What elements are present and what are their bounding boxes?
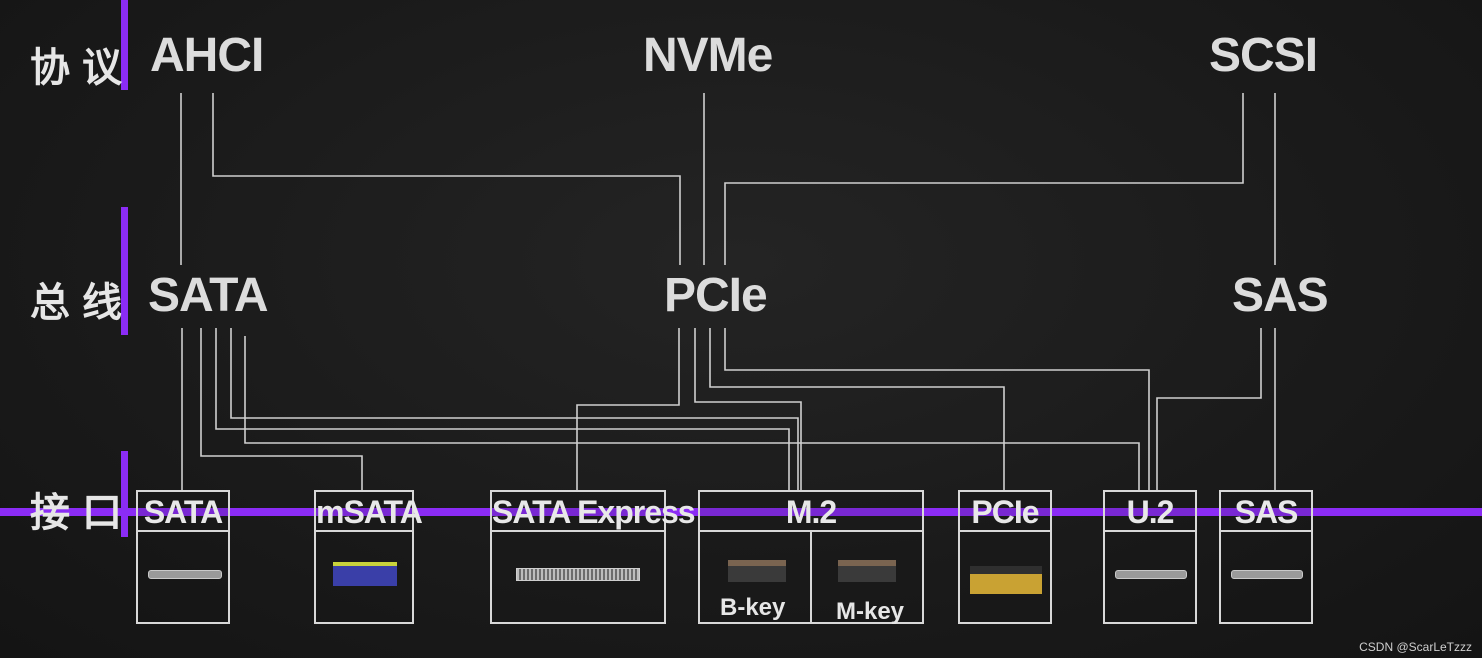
interface-sata-title: SATA — [138, 492, 228, 532]
interface-m2-box: M.2 B-key M-key — [698, 490, 924, 624]
line-satabus-m2a — [216, 328, 789, 490]
line-sas-u2 — [1157, 328, 1261, 490]
interface-msata-box: mSATA — [314, 490, 414, 624]
u2-connector-icon — [1115, 570, 1187, 579]
interface-u2-title: U.2 — [1105, 492, 1195, 532]
pcie-slot-icon — [970, 566, 1042, 594]
protocol-nvme: NVMe — [643, 28, 772, 83]
b-key-connector-icon — [728, 560, 786, 582]
interface-sas-title: SAS — [1221, 492, 1311, 532]
line-ahci-pcie — [213, 93, 680, 265]
interface-sata-express-title: SATA Express — [492, 492, 664, 532]
interface-msata-title: mSATA — [316, 492, 412, 532]
interface-pcie-box: PCIe — [958, 490, 1052, 624]
bus-sata: SATA — [148, 268, 268, 323]
bus-sas: SAS — [1232, 268, 1328, 323]
interface-sas-box: SAS — [1219, 490, 1313, 624]
protocol-scsi: SCSI — [1209, 28, 1317, 83]
credit-watermark: CSDN @ScarLeTzzz — [1359, 640, 1472, 654]
line-scsi-pcie — [725, 93, 1243, 265]
interface-u2-box: U.2 — [1103, 490, 1197, 624]
interface-pcie-title: PCIe — [960, 492, 1050, 532]
sas-connector-icon — [1231, 570, 1303, 579]
bus-pcie: PCIe — [664, 268, 767, 323]
msata-card-icon — [333, 562, 397, 586]
interface-sata-express-box: SATA Express — [490, 490, 666, 624]
line-satabus-u2 — [245, 336, 1139, 490]
line-satabus-msata — [201, 328, 362, 490]
line-satabus-m2b — [231, 328, 798, 490]
interface-m2-title: M.2 — [700, 492, 922, 532]
m-key-connector-icon — [838, 560, 896, 582]
interface-sata-box: SATA — [136, 490, 230, 624]
sata-connector-icon — [148, 570, 222, 579]
protocol-ahci: AHCI — [150, 28, 263, 83]
sata-express-connector-icon — [516, 568, 640, 581]
m2-mkey-label: M-key — [836, 598, 904, 626]
line-pcie-pcieslot — [710, 328, 1004, 490]
line-pcie-sataexpress — [577, 328, 679, 490]
line-pcie-m2 — [695, 328, 801, 490]
m2-bkey-label: B-key — [720, 594, 785, 622]
